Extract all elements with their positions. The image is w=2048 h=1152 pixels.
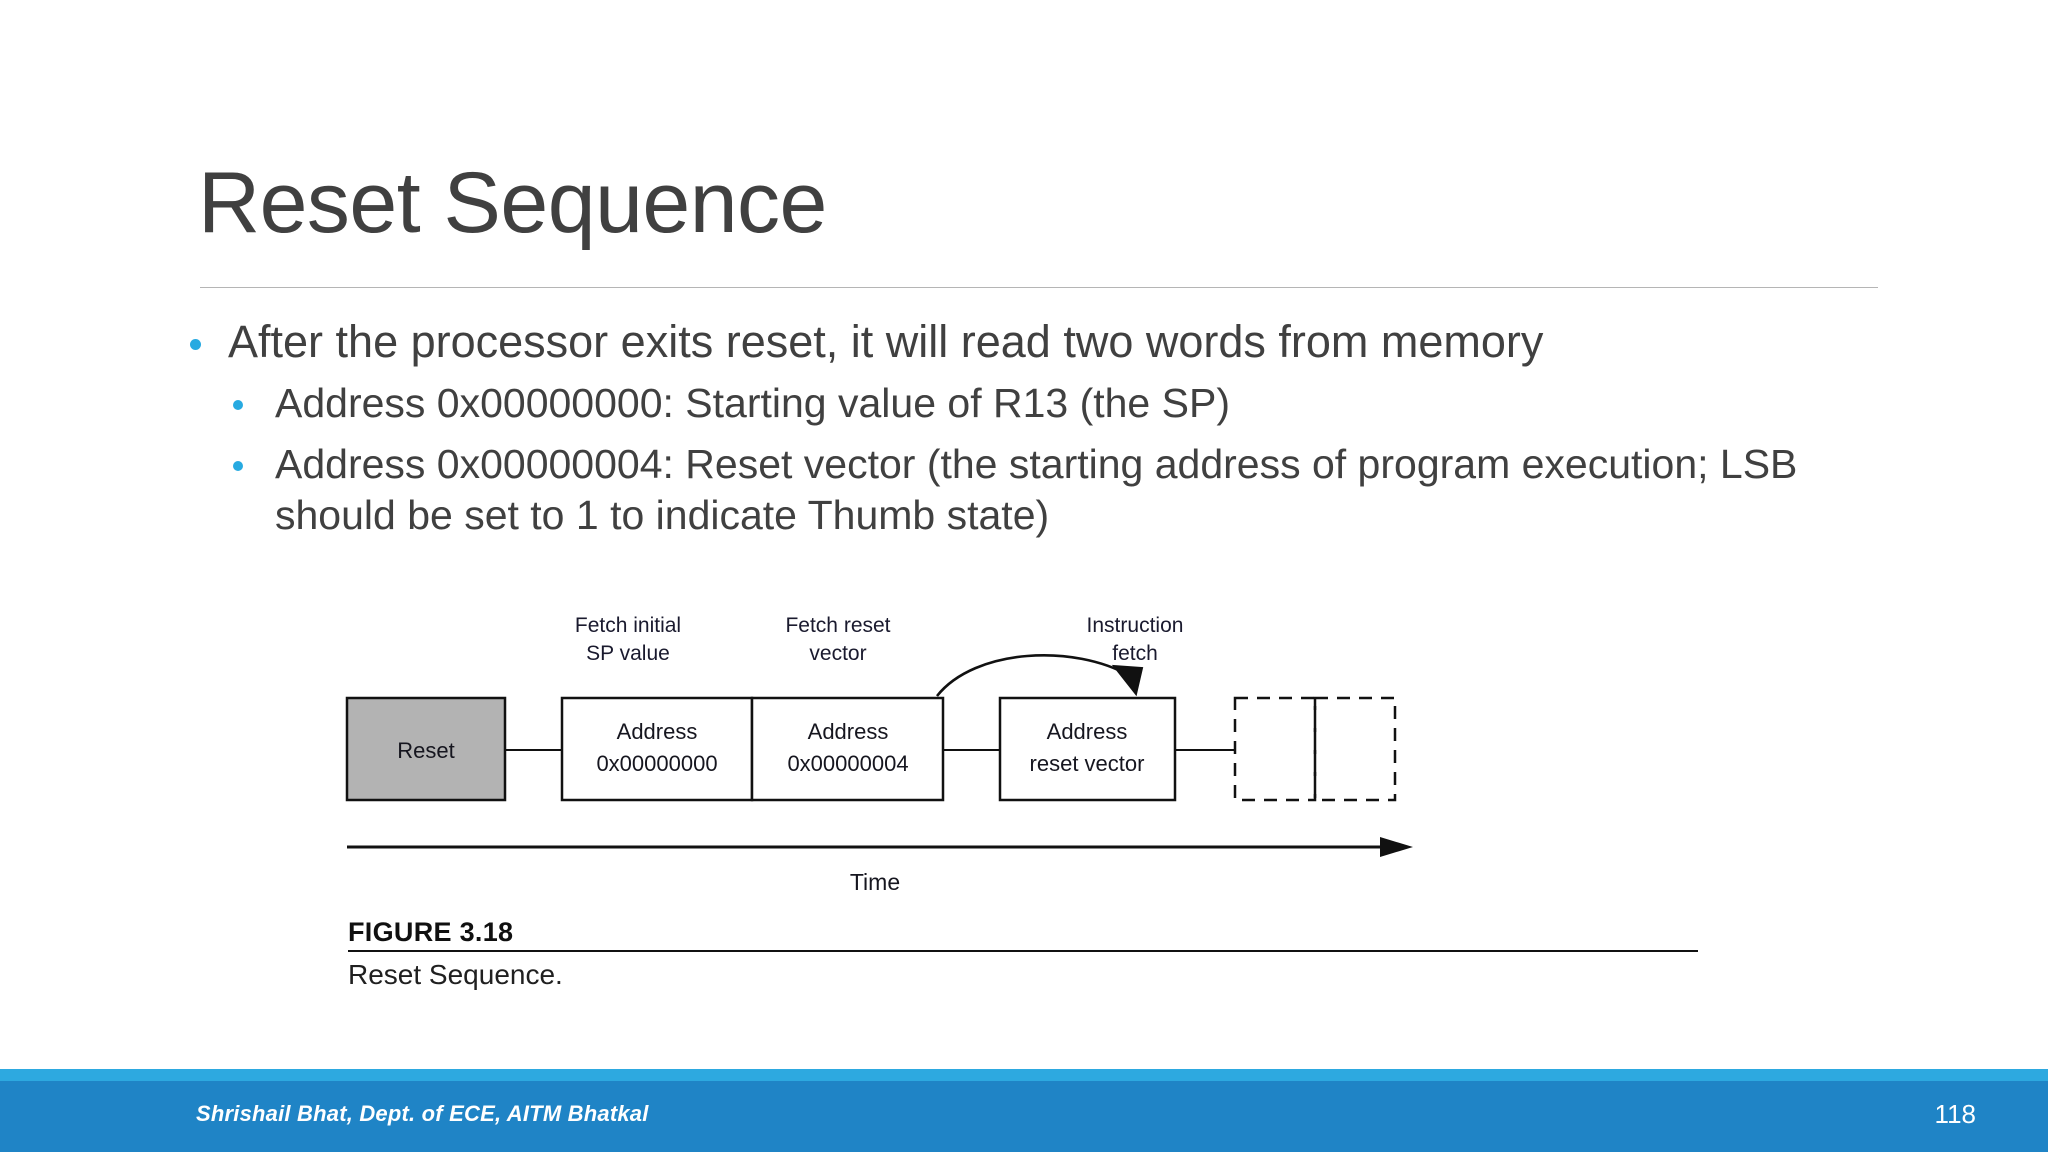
diagram-box-label: Reset: [397, 738, 454, 763]
footer-accent-stripe: [0, 1069, 2048, 1081]
slide-page-number: 118: [1934, 1099, 1976, 1129]
figure-label-line1: Instruction: [1087, 614, 1184, 637]
figure-label-instruction-fetch: Instruction fetch: [1087, 614, 1184, 665]
bullet-text: Address 0x00000004: Reset vector (the st…: [275, 440, 1798, 538]
slide-footer: Shrishail Bhat, Dept. of ECE, AITM Bhatk…: [0, 1069, 2048, 1152]
bullet-dot-icon: [233, 460, 243, 471]
bullet-level2: Address 0x00000004: Reset vector (the st…: [170, 439, 1920, 542]
figure-label-line1: Fetch initial: [575, 614, 681, 637]
bullet-text: Address 0x00000000: Starting value of R1…: [275, 380, 1230, 427]
diagram-box-future-2: [1313, 696, 1397, 802]
bullet-dot-icon: [190, 339, 201, 350]
figure-label-line2: fetch: [1112, 642, 1158, 665]
diagram-box-reset: Reset: [345, 696, 507, 802]
diagram-box-line1: Address: [1047, 719, 1128, 744]
time-axis-label: Time: [850, 869, 900, 895]
page-title: Reset Sequence: [198, 155, 827, 251]
diagram-box-line2: 0x00000000: [596, 751, 717, 776]
bullet-text: After the processor exits reset, it will…: [228, 316, 1544, 367]
diagram-box-addr-4: Address 0x00000004: [750, 696, 945, 802]
figure-caption-text: Reset Sequence.: [348, 959, 563, 991]
reset-sequence-figure: Fetch initial SP value Fetch reset vecto…: [330, 610, 1650, 1010]
figure-label-line2: SP value: [586, 642, 670, 665]
diagram-box-reset-vector: Address reset vector: [998, 696, 1177, 802]
figure-label-line1: Fetch reset: [785, 614, 890, 637]
reset-sequence-diagram: Fetch initial SP value Fetch reset vecto…: [345, 614, 1413, 895]
figure-label-fetch-initial-sp: Fetch initial SP value: [575, 614, 681, 665]
diagram-box-future-1: [1233, 696, 1317, 802]
diagram-box-addr-0: Address 0x00000000: [560, 696, 754, 802]
title-divider: [200, 287, 1878, 288]
bullet-dot-icon: [233, 400, 243, 411]
footer-band: [0, 1081, 2048, 1152]
curved-arrow-icon: [935, 654, 1144, 697]
arrow-head-icon: [1380, 837, 1413, 857]
diagram-box-line1: Address: [808, 719, 889, 744]
figure-caption-divider: [348, 950, 1698, 953]
figure-label-line2: vector: [809, 642, 866, 665]
time-axis: Time: [347, 837, 1413, 895]
diagram-box-line2: 0x00000004: [787, 751, 908, 776]
bullet-list: After the processor exits reset, it will…: [170, 315, 1920, 541]
diagram-box-line1: Address: [617, 719, 698, 744]
figure-caption-label: FIGURE 3.18: [348, 917, 514, 947]
figure-label-fetch-reset-vector: Fetch reset vector: [785, 614, 890, 665]
footer-credit-text: Shrishail Bhat, Dept. of ECE, AITM Bhatk…: [196, 1101, 649, 1126]
bullet-level2: Address 0x00000000: Starting value of R1…: [170, 378, 1920, 429]
figure-caption: FIGURE 3.18 Reset Sequence.: [348, 918, 1698, 991]
bullet-level1: After the processor exits reset, it will…: [170, 315, 1920, 369]
diagram-box-line2: reset vector: [1030, 751, 1145, 776]
